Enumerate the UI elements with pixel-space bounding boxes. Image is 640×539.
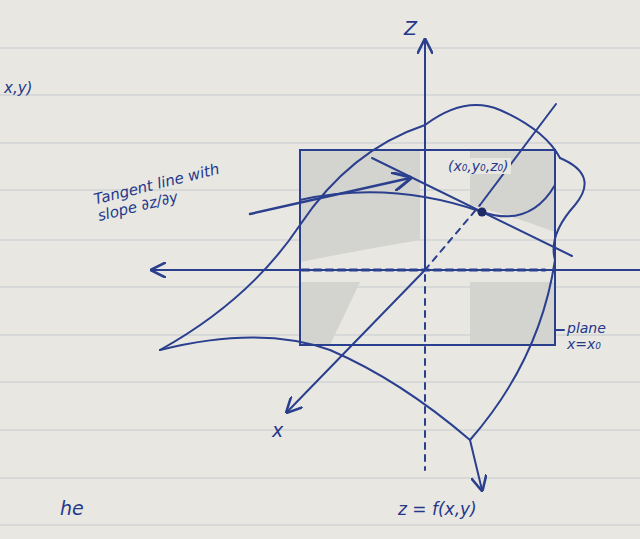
z-axis: [424, 40, 426, 270]
x-axis-hidden: [425, 205, 480, 270]
ruled-lines: [0, 48, 640, 525]
plane-tick: [556, 329, 564, 331]
axis-label: x: [272, 420, 283, 442]
formula-fragment: x,y): [4, 80, 32, 97]
tangent-pointer: [250, 178, 410, 214]
callout-text: Tangent line with slope ∂z/∂y: [92, 159, 232, 225]
surface-bottom-edge: [160, 338, 470, 441]
sketch-lines: [152, 40, 640, 490]
tangent-line: [372, 158, 572, 256]
tangent-point: [478, 208, 487, 217]
surface-top-edge: [160, 105, 560, 350]
text-fragment: he: [60, 498, 84, 520]
y-axis: [152, 269, 640, 271]
surface-label: z = f(x,y): [398, 500, 477, 520]
plane-label: plane x=x₀: [567, 320, 629, 352]
axis-label: Z: [404, 18, 417, 40]
surface-right-edge: [470, 158, 585, 440]
point-label: (x₀,y₀,z₀): [446, 158, 511, 174]
surface-pointer: [470, 440, 482, 490]
z-axis-hidden: [424, 275, 426, 470]
trace-curve: [300, 185, 555, 216]
